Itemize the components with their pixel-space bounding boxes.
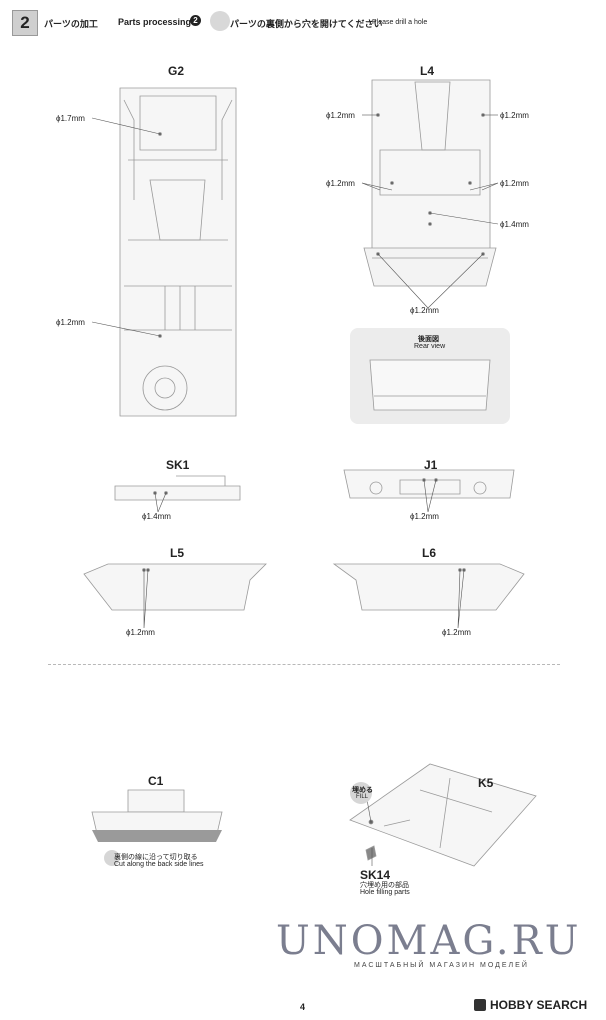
g2-dim-a: ϕ1.7mm [56,114,85,123]
fill-badge-icon [350,782,372,804]
l6-label: L6 [422,546,437,560]
c1-label: C1 [148,774,164,788]
c1-note-ja: 裏側の線に沿って切り取る [114,854,198,861]
g2-label: G2 [168,64,185,78]
step-number-badge: 2 [12,10,38,36]
l4-dim-bottom: ϕ1.2mm [410,306,439,315]
watermark-subtitle: МАСШТАБНЫЙ МАГАЗИН МОДЕЛЕЙ [354,962,529,969]
g2-part-drawing [119,87,237,417]
l4-part-drawing [363,79,497,287]
l4-dim-right-low: ϕ1.4mm [500,220,529,229]
hobby-search-brand: HOBBY SEARCH [490,998,588,1012]
l4-dim-right-top: ϕ1.2mm [500,111,529,120]
l4-label: L4 [420,64,435,78]
drill-icon [210,11,230,31]
step-title-en: Parts processing [118,17,192,27]
rear-view-label-en: Rear view [414,343,446,350]
l5-dim: ϕ1.2mm [126,628,155,637]
instruction-en: Please drill a hole [372,19,428,26]
k5-part-drawing [349,763,537,867]
sk1-part-drawing [114,475,241,501]
k5-fill-ja: 埋める [352,787,373,794]
sk1-label: SK1 [166,458,190,472]
k5-label: K5 [478,776,494,790]
j1-dim: ϕ1.2mm [410,512,439,521]
step-title-ja: パーツの加工 [44,19,98,29]
section-divider [48,664,560,665]
k5-fill-en: FILL [356,794,369,800]
l4-dim-left-mid: ϕ1.2mm [326,179,355,188]
instruction-ja: パーツの裏側から穴を開けてください [230,19,383,29]
l5-part-drawing [83,563,267,611]
rear-view-label-ja: 後面図 [418,336,439,343]
sk14-note-en: Hole filling parts [360,889,410,896]
rear-view-box [350,328,510,424]
hobby-search-logo-icon [474,999,486,1011]
sk14-label: SK14 [360,868,391,882]
l6-part-drawing [332,563,525,611]
sk1-dim: ϕ1.4mm [142,512,171,521]
l6-dim: ϕ1.2mm [442,628,471,637]
cut-icon [104,850,120,866]
page-number: 4 [300,1002,306,1012]
c1-note-en: Cut along the back side lines [114,861,204,868]
l4-dim-left-top: ϕ1.2mm [326,111,355,120]
l5-label: L5 [170,546,185,560]
g2-dim-b: ϕ1.2mm [56,318,85,327]
c1-part-drawing [91,789,223,842]
j1-part-drawing [343,469,515,499]
step-badge-circle: 2 [190,15,201,26]
watermark-logo: UNOMAG.RU [276,918,582,964]
j1-label: J1 [424,458,438,472]
sk14-note-ja: 穴埋め用の部品 [360,882,409,889]
l4-dim-right-mid: ϕ1.2mm [500,179,529,188]
